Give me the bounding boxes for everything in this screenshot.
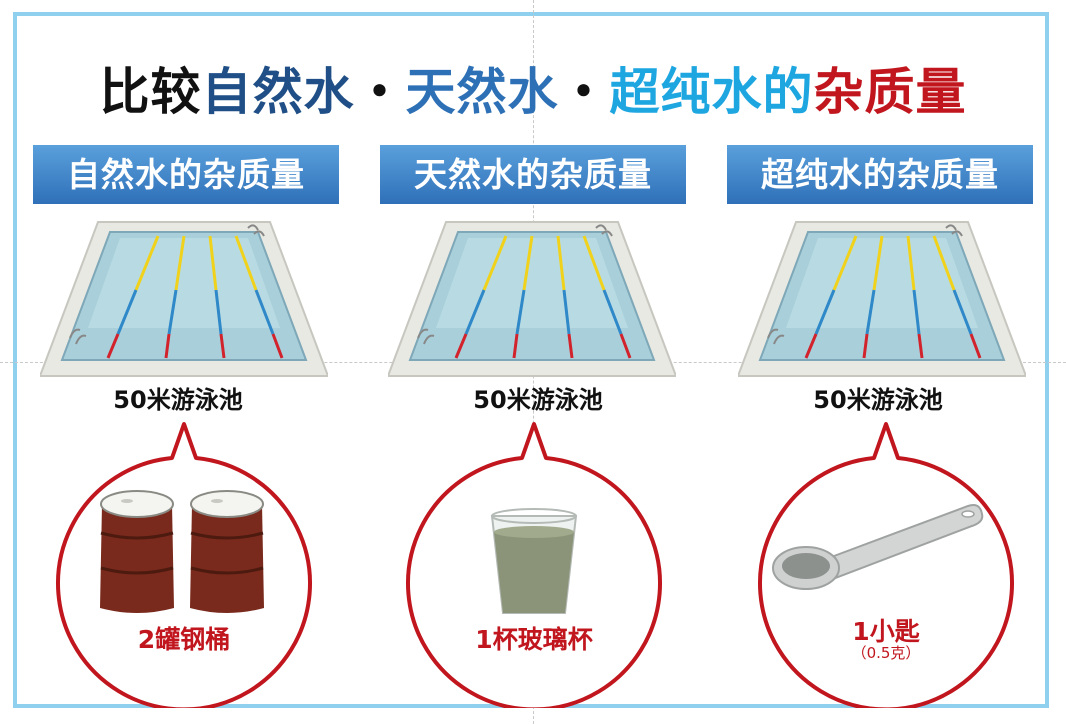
- title-separator: ・: [558, 63, 610, 121]
- page-title: 比较自然水・天然水・超纯水的杂质量: [0, 52, 1066, 124]
- title-part-impurity: 杂质量: [813, 63, 967, 121]
- swimming-pool-icon: [388, 221, 676, 377]
- speech-bubble: [406, 422, 662, 708]
- column-header-ultrapure: 超纯水的杂质量: [727, 145, 1033, 204]
- title-separator: ・: [354, 63, 406, 121]
- swimming-pool-icon: [738, 221, 1026, 377]
- oil-drum-icon: [100, 490, 174, 613]
- caption-glass: 1杯玻璃杯: [475, 625, 593, 654]
- drinking-glass-icon: [490, 508, 578, 614]
- pool-label: 50米游泳池: [113, 386, 243, 414]
- swimming-pool-icon: [40, 221, 328, 377]
- title-part-ultrapure-water: 超纯水的: [609, 63, 814, 121]
- measuring-spoon-icon: [772, 504, 984, 590]
- speech-bubble: [56, 422, 312, 708]
- pool-label: 50米游泳池: [813, 386, 943, 414]
- oil-drum-icon: [190, 490, 264, 613]
- pool-label: 50米游泳池: [473, 386, 603, 414]
- column-header-spring: 天然水的杂质量: [380, 145, 686, 204]
- caption-spoon: 1小匙: [852, 617, 920, 646]
- column-header-natural: 自然水的杂质量: [33, 145, 339, 204]
- speech-bubble: [758, 422, 1014, 708]
- caption-spoon-weight: （0.5克）: [851, 644, 921, 662]
- caption-oil-drums: 2罐钢桶: [137, 625, 231, 654]
- title-part-natural-spring-water: 天然水: [405, 63, 559, 121]
- title-part-natural-water: 自然水: [201, 63, 355, 121]
- title-part-compare: 比较: [99, 63, 202, 121]
